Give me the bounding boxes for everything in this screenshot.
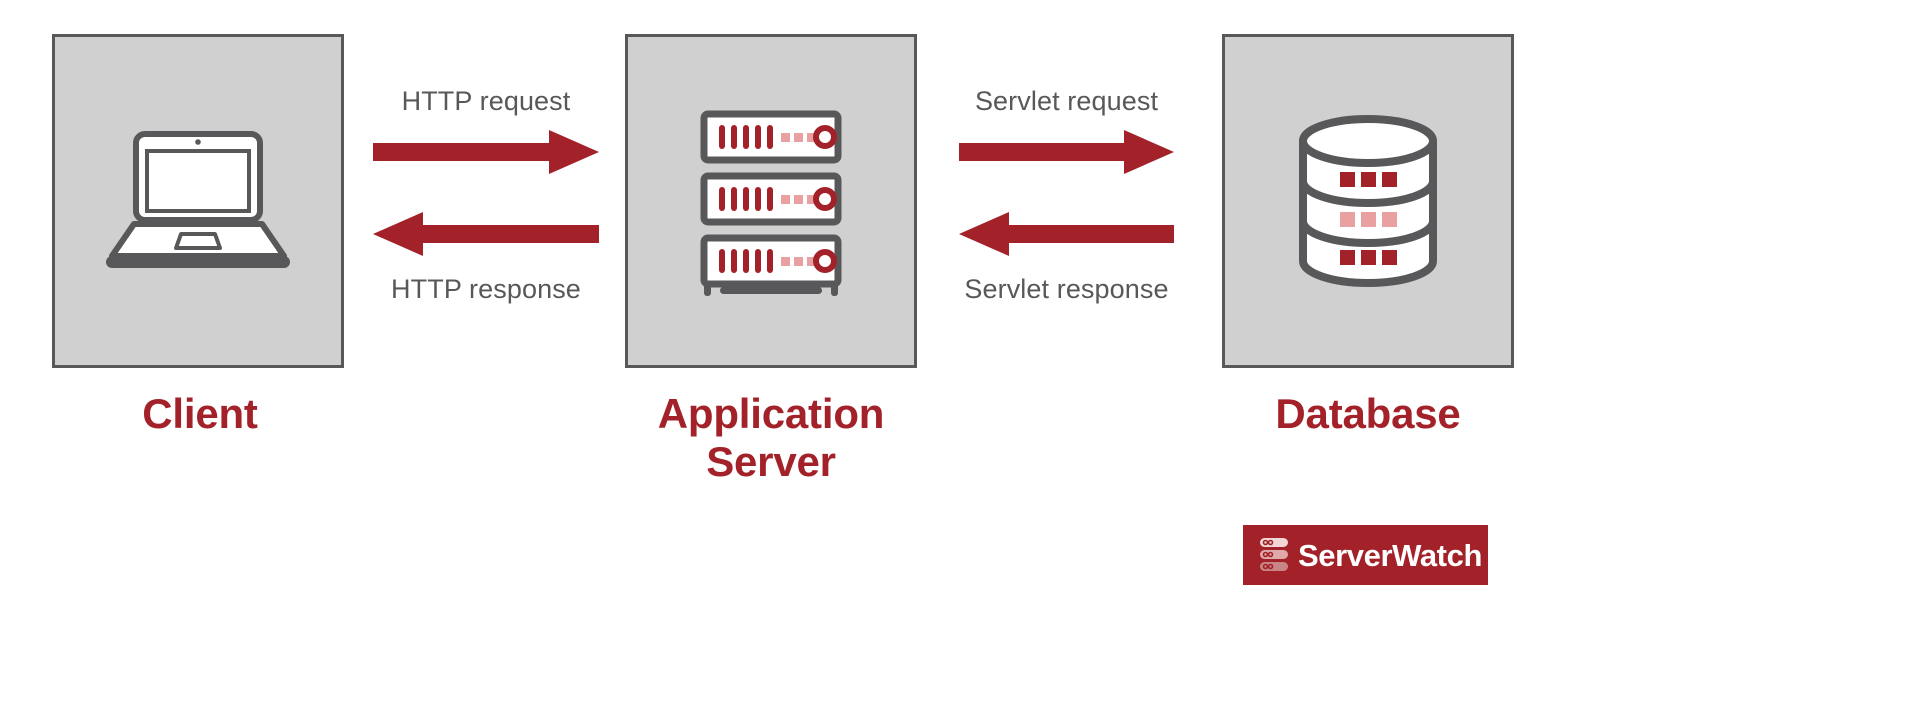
arrow-left-icon	[959, 212, 1174, 256]
arrow-right-icon	[373, 130, 599, 174]
flow-servlet-request-caption: Servlet request	[974, 86, 1159, 116]
flow-http-response-caption: HTTP response	[391, 274, 581, 304]
flow-http-request-caption: HTTP request	[401, 86, 571, 116]
server-rack-icon	[625, 34, 917, 368]
node-appserver-label: Application Server	[657, 390, 885, 485]
database-cylinder-icon	[1222, 34, 1514, 368]
laptop-icon	[52, 34, 344, 368]
arrow-right-icon	[959, 130, 1174, 174]
node-client-label: Client	[142, 390, 258, 437]
arrow-left-icon	[373, 212, 599, 256]
server-stack-icon	[1259, 537, 1289, 573]
serverwatch-logo[interactable]: ServerWatch	[1243, 525, 1488, 585]
node-database-label: Database	[1275, 390, 1461, 437]
flow-servlet-response-caption: Servlet response	[964, 274, 1169, 304]
serverwatch-wordmark: ServerWatch	[1298, 537, 1482, 573]
